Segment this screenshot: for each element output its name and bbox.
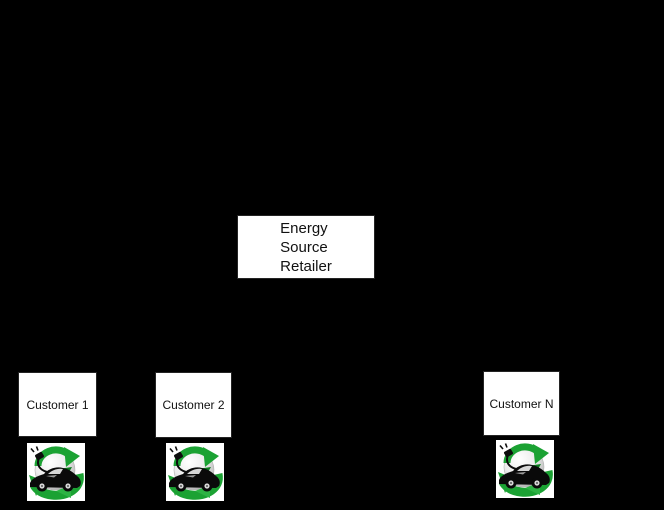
energy-source-retailer-box: Energy Source Retailer: [237, 215, 375, 279]
ev-car-recycling-icon: [27, 443, 85, 501]
retailer-label-line-2: Source: [280, 238, 328, 256]
customer-1-label: Customer 1: [26, 397, 89, 412]
ev-car-recycling-icon: [166, 443, 224, 501]
customer-n-label: Customer N: [489, 396, 554, 411]
customer-2-label: Customer 2: [162, 398, 225, 412]
customer-1-box: Customer 1: [18, 372, 97, 437]
customer-n-box: Customer N: [483, 371, 560, 436]
customer-2-box: Customer 2: [155, 372, 232, 438]
energy-source-retailer-label: Energy Source Retailer: [280, 219, 332, 276]
retailer-label-line-1: Energy: [280, 219, 328, 237]
retailer-label-line-3: Retailer: [280, 257, 332, 275]
ev-car-recycling-icon: [496, 440, 554, 498]
